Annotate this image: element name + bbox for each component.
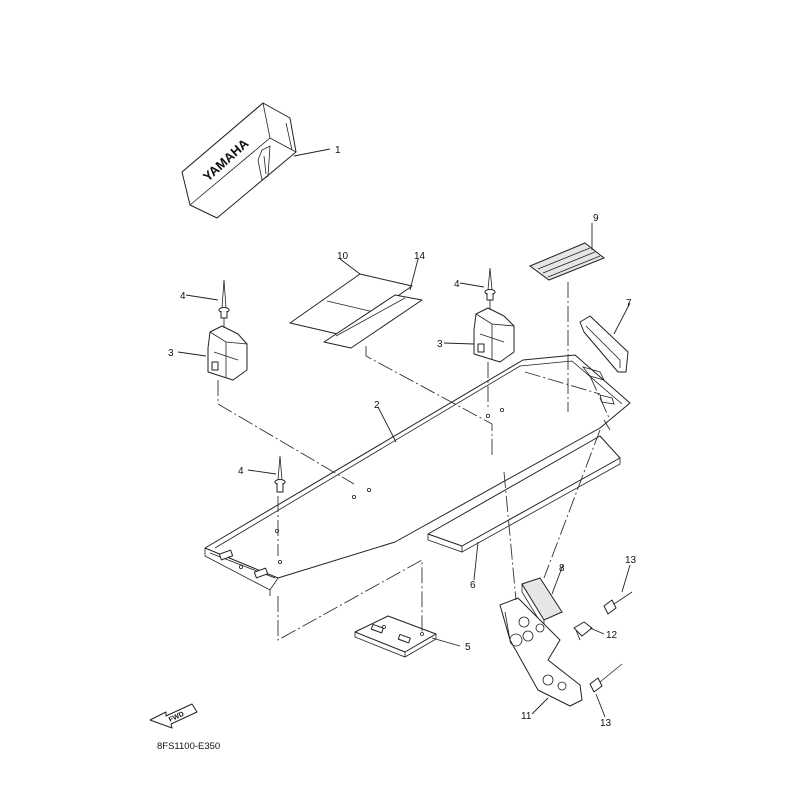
callout-4-lower: 4 [238,466,244,477]
part-3-bracket-right [473,307,515,363]
callout-4-right: 4 [454,279,460,290]
part-12-clip [573,621,593,641]
callout-13-upper: 13 [625,555,637,566]
callout-14: 14 [414,251,426,262]
callout-12: 12 [606,630,618,641]
assembly-lines [217,282,611,641]
part-4-rivet-b [484,267,496,301]
part-3-bracket-left [207,325,248,381]
part-4-rivet-a [218,279,230,319]
part-2-deck [204,354,631,596]
callout-4-left: 4 [180,291,186,302]
part-6-rail [427,435,621,553]
leader-lines [177,148,631,718]
part-13-screw-lower [589,663,623,693]
part-10-mat [289,273,413,336]
part-4-rivet-c [274,455,286,493]
callout-5: 5 [465,642,471,653]
part-14-mat [323,294,423,349]
callout-3-left: 3 [168,348,174,359]
fwd-arrow-icon: FWD [149,703,198,729]
diagram-code: 8FS1100-E350 [157,741,220,752]
callout-2: 2 [374,400,380,411]
callout-8: 8 [559,563,565,574]
badge-1-icon [257,145,271,181]
callout-7: 7 [626,298,632,309]
part-1-cover: YAMAHA [181,102,297,219]
part-9-pad [528,242,605,281]
callout-9: 9 [593,213,599,224]
callout-6: 6 [470,580,476,591]
callouts: 1 2 3 3 4 4 4 5 6 7 8 9 10 11 12 13 13 1… [168,145,637,729]
callout-10: 10 [337,251,349,262]
part-7-strap [579,315,629,373]
callout-13-lower: 13 [600,718,612,729]
callout-3-right: 3 [437,339,443,350]
part-13-screw-upper [603,591,633,615]
part-5-plate [354,615,437,658]
callout-11: 11 [521,711,532,722]
callout-1: 1 [335,145,341,156]
part-11-mount-plate [499,597,583,707]
